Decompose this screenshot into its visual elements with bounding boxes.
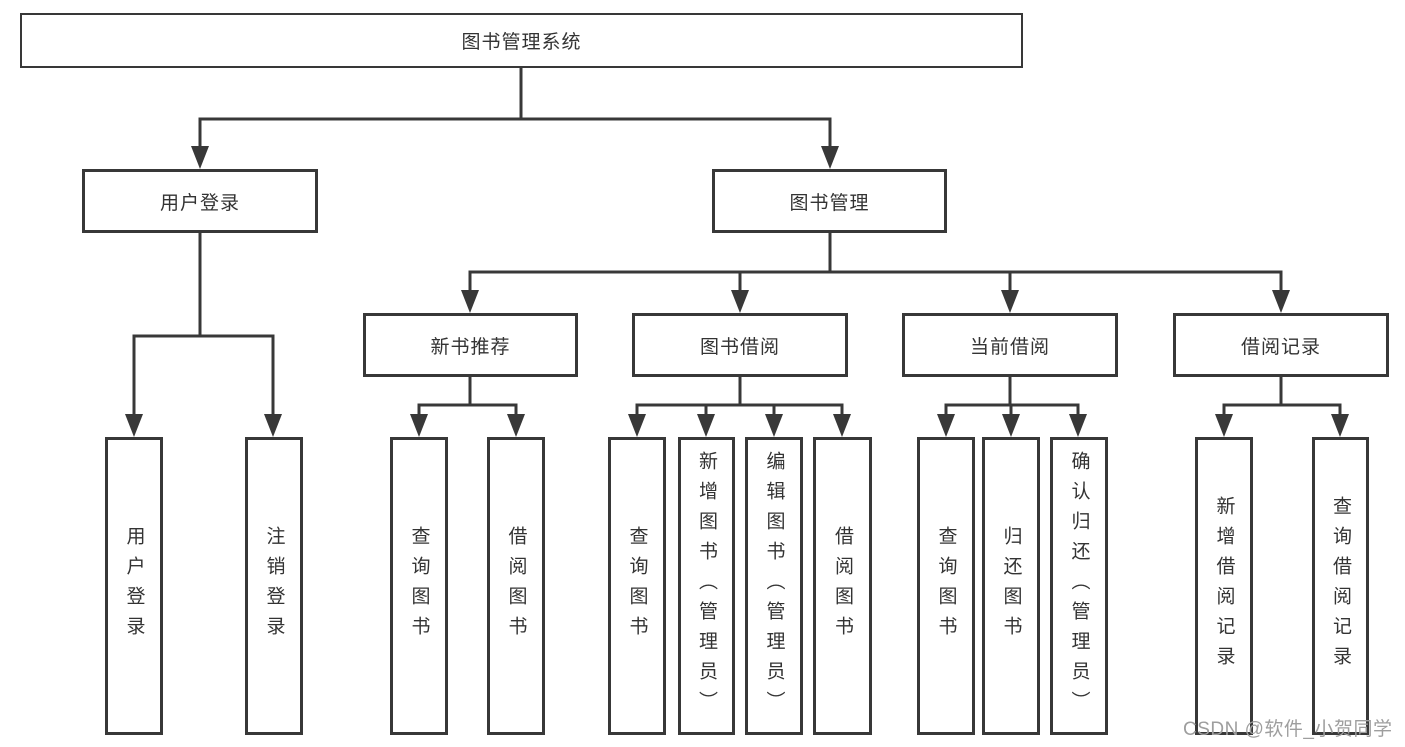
node-new-book-recommendation: 新书推荐: [363, 313, 578, 377]
node-label: 图书管理系统: [461, 32, 582, 53]
node-book-management: 图书管理: [712, 169, 947, 233]
leaf-query-books-current: 查询图书: [917, 437, 975, 735]
node-label: 查询图书: [408, 526, 430, 646]
node-label: 借阅图书: [505, 526, 527, 646]
node-current-borrowing: 当前借阅: [902, 313, 1118, 377]
watermark: CSDN @软件_小贺同学: [1183, 719, 1393, 740]
node-book-borrowing: 图书借阅: [632, 313, 848, 377]
node-label: 注销登录: [263, 526, 285, 646]
node-label: 借阅记录: [1240, 336, 1321, 358]
node-label: 新书推荐: [430, 336, 511, 358]
leaf-add-book-admin: 新增图书（管理员）: [678, 437, 735, 735]
leaf-return-book: 归还图书: [982, 437, 1040, 735]
node-label: 用户登录: [123, 526, 145, 646]
leaf-borrow-books-borrowing: 借阅图书: [813, 437, 872, 735]
node-label: 查询图书: [626, 526, 648, 646]
node-label: 确认归还（管理员）: [1068, 451, 1090, 721]
leaf-edit-book-admin: 编辑图书（管理员）: [745, 437, 803, 735]
node-label: 图书借阅: [699, 336, 780, 358]
leaf-logout: 注销登录: [245, 437, 303, 735]
leaf-query-books-recommend: 查询图书: [390, 437, 448, 735]
leaf-query-borrow-record: 查询借阅记录: [1312, 437, 1369, 735]
node-borrowing-records: 借阅记录: [1173, 313, 1389, 377]
node-label: 新增图书（管理员）: [696, 451, 717, 721]
node-label: 查询图书: [935, 526, 957, 646]
node-label: 借阅图书: [832, 526, 853, 646]
leaf-borrow-books-recommend: 借阅图书: [487, 437, 545, 735]
node-label: 查询借阅记录: [1330, 496, 1351, 676]
node-user-login: 用户登录: [82, 169, 318, 233]
leaf-user-login: 用户登录: [105, 437, 163, 735]
leaf-add-borrow-record: 新增借阅记录: [1195, 437, 1253, 735]
leaf-confirm-return-admin: 确认归还（管理员）: [1050, 437, 1108, 735]
node-label: 用户登录: [159, 192, 240, 214]
node-label: 图书管理: [789, 192, 870, 214]
node-label: 编辑图书（管理员）: [763, 451, 785, 721]
node-label: 归还图书: [1000, 526, 1022, 646]
node-label: 新增借阅记录: [1213, 496, 1235, 676]
node-library-management-system: 图书管理系统: [20, 13, 1023, 68]
node-label: 当前借阅: [969, 336, 1050, 358]
leaf-query-books-borrowing: 查询图书: [608, 437, 666, 735]
